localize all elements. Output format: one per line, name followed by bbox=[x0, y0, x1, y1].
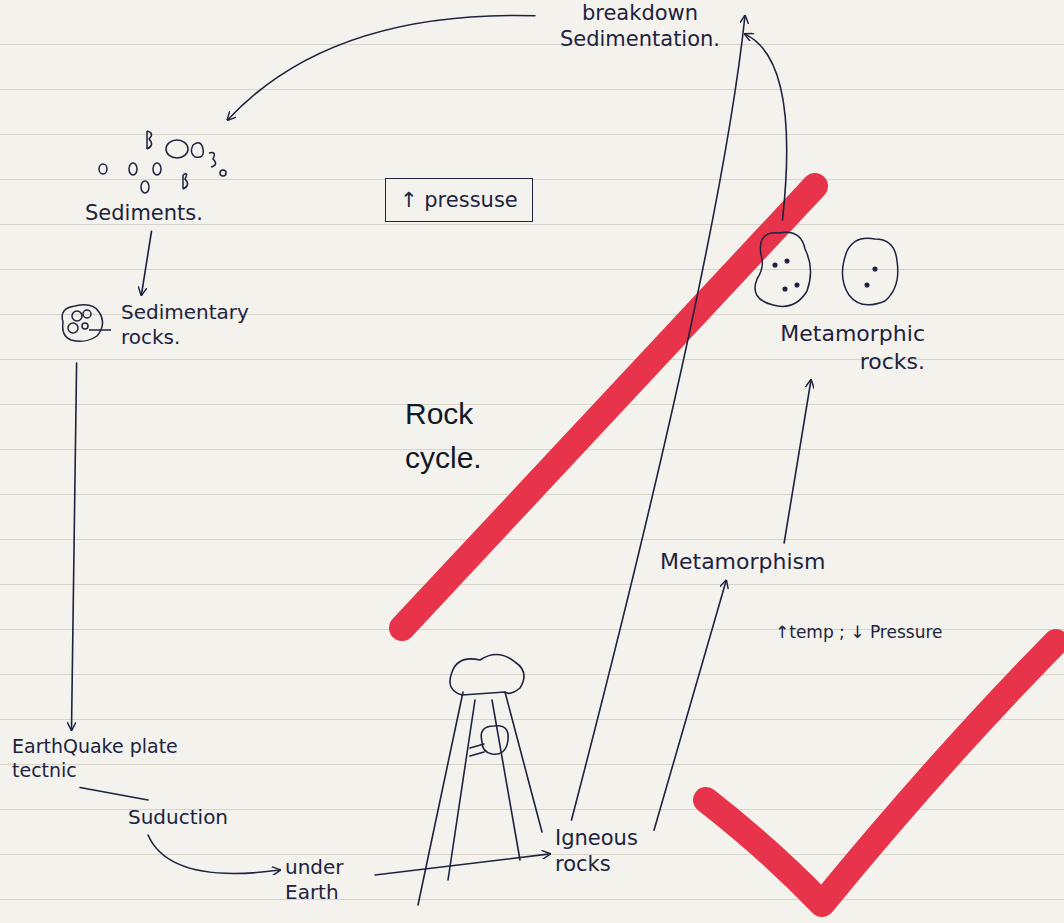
magma-channel bbox=[470, 744, 484, 756]
red-tick bbox=[706, 642, 1056, 904]
cycle-arrow bbox=[141, 231, 151, 295]
node-texts: Sediments. bbox=[85, 200, 275, 226]
cycle-arrow bbox=[784, 380, 811, 543]
stage-node: breakdown Sedimentation. bbox=[540, 0, 740, 53]
rock-drawing bbox=[55, 300, 117, 358]
cycle-arrow bbox=[228, 15, 536, 120]
cycle-arrow bbox=[148, 835, 280, 873]
rock-sketch bbox=[55, 300, 117, 358]
node-label: Metamorphism bbox=[660, 548, 825, 576]
cycle-arrow bbox=[654, 581, 726, 831]
stage-node: EarthQuake plate tectnic bbox=[12, 735, 182, 783]
magma-blob bbox=[481, 726, 508, 754]
node-texts: Sedimentary rocks. bbox=[121, 300, 271, 350]
node-row: Sedimentary rocks. bbox=[55, 300, 271, 358]
pressure-box: ↑ pressuse bbox=[385, 178, 533, 222]
cycle-arrow bbox=[72, 363, 77, 730]
stage-node: Metamorphic rocks. bbox=[735, 225, 925, 375]
node-label: EarthQuake plate tectnic bbox=[12, 735, 182, 783]
cycle-arrow bbox=[745, 34, 787, 220]
stage-node: Sedimentary rocks. bbox=[55, 300, 271, 358]
node-texts: under Earth bbox=[285, 855, 370, 905]
node-texts: EarthQuake plate tectnic bbox=[12, 735, 182, 783]
meta-drawing bbox=[735, 225, 925, 320]
stage-node: Metamorphism bbox=[660, 548, 825, 576]
node-label: Igneous rocks bbox=[555, 825, 665, 878]
node-texts: ↑ pressuse bbox=[400, 187, 518, 213]
stage-node: Igneous rocks bbox=[555, 825, 665, 878]
node-label: breakdown Sedimentation. bbox=[540, 0, 740, 53]
cycle-arrow bbox=[572, 16, 746, 820]
node-label: Sediments. bbox=[85, 200, 275, 226]
node-texts: Igneous rocks bbox=[555, 825, 665, 878]
diagram-title: Rock cycle. bbox=[405, 392, 520, 479]
eruption-cloud bbox=[450, 654, 524, 695]
node-label: Metamorphic rocks. bbox=[735, 320, 925, 375]
teacher-marks bbox=[402, 186, 1056, 904]
sed-sketch bbox=[85, 125, 275, 200]
volcano-outline bbox=[418, 692, 542, 905]
node-texts: breakdown Sedimentation. bbox=[540, 0, 740, 53]
meta-sketch bbox=[735, 225, 925, 320]
node-texts: Metamorphism bbox=[660, 548, 825, 576]
stage-node: under Earth bbox=[285, 855, 370, 905]
condition-note: ↑temp ; ↓ Pressure bbox=[775, 622, 943, 642]
node-label: Suduction bbox=[128, 805, 228, 830]
node-label: ↑ pressuse bbox=[400, 187, 518, 213]
node-label: under Earth bbox=[285, 855, 370, 905]
stage-node: Suduction bbox=[128, 805, 228, 830]
sed-drawing bbox=[85, 125, 275, 200]
node-texts: Suduction bbox=[128, 805, 228, 830]
cycle-arrow bbox=[80, 788, 148, 801]
volcano-vent bbox=[448, 700, 520, 880]
stage-node: Sediments. bbox=[85, 125, 275, 226]
node-label: Sedimentary rocks. bbox=[121, 300, 271, 350]
cycle-arrow bbox=[375, 854, 550, 875]
node-texts: Metamorphic rocks. bbox=[735, 320, 925, 375]
